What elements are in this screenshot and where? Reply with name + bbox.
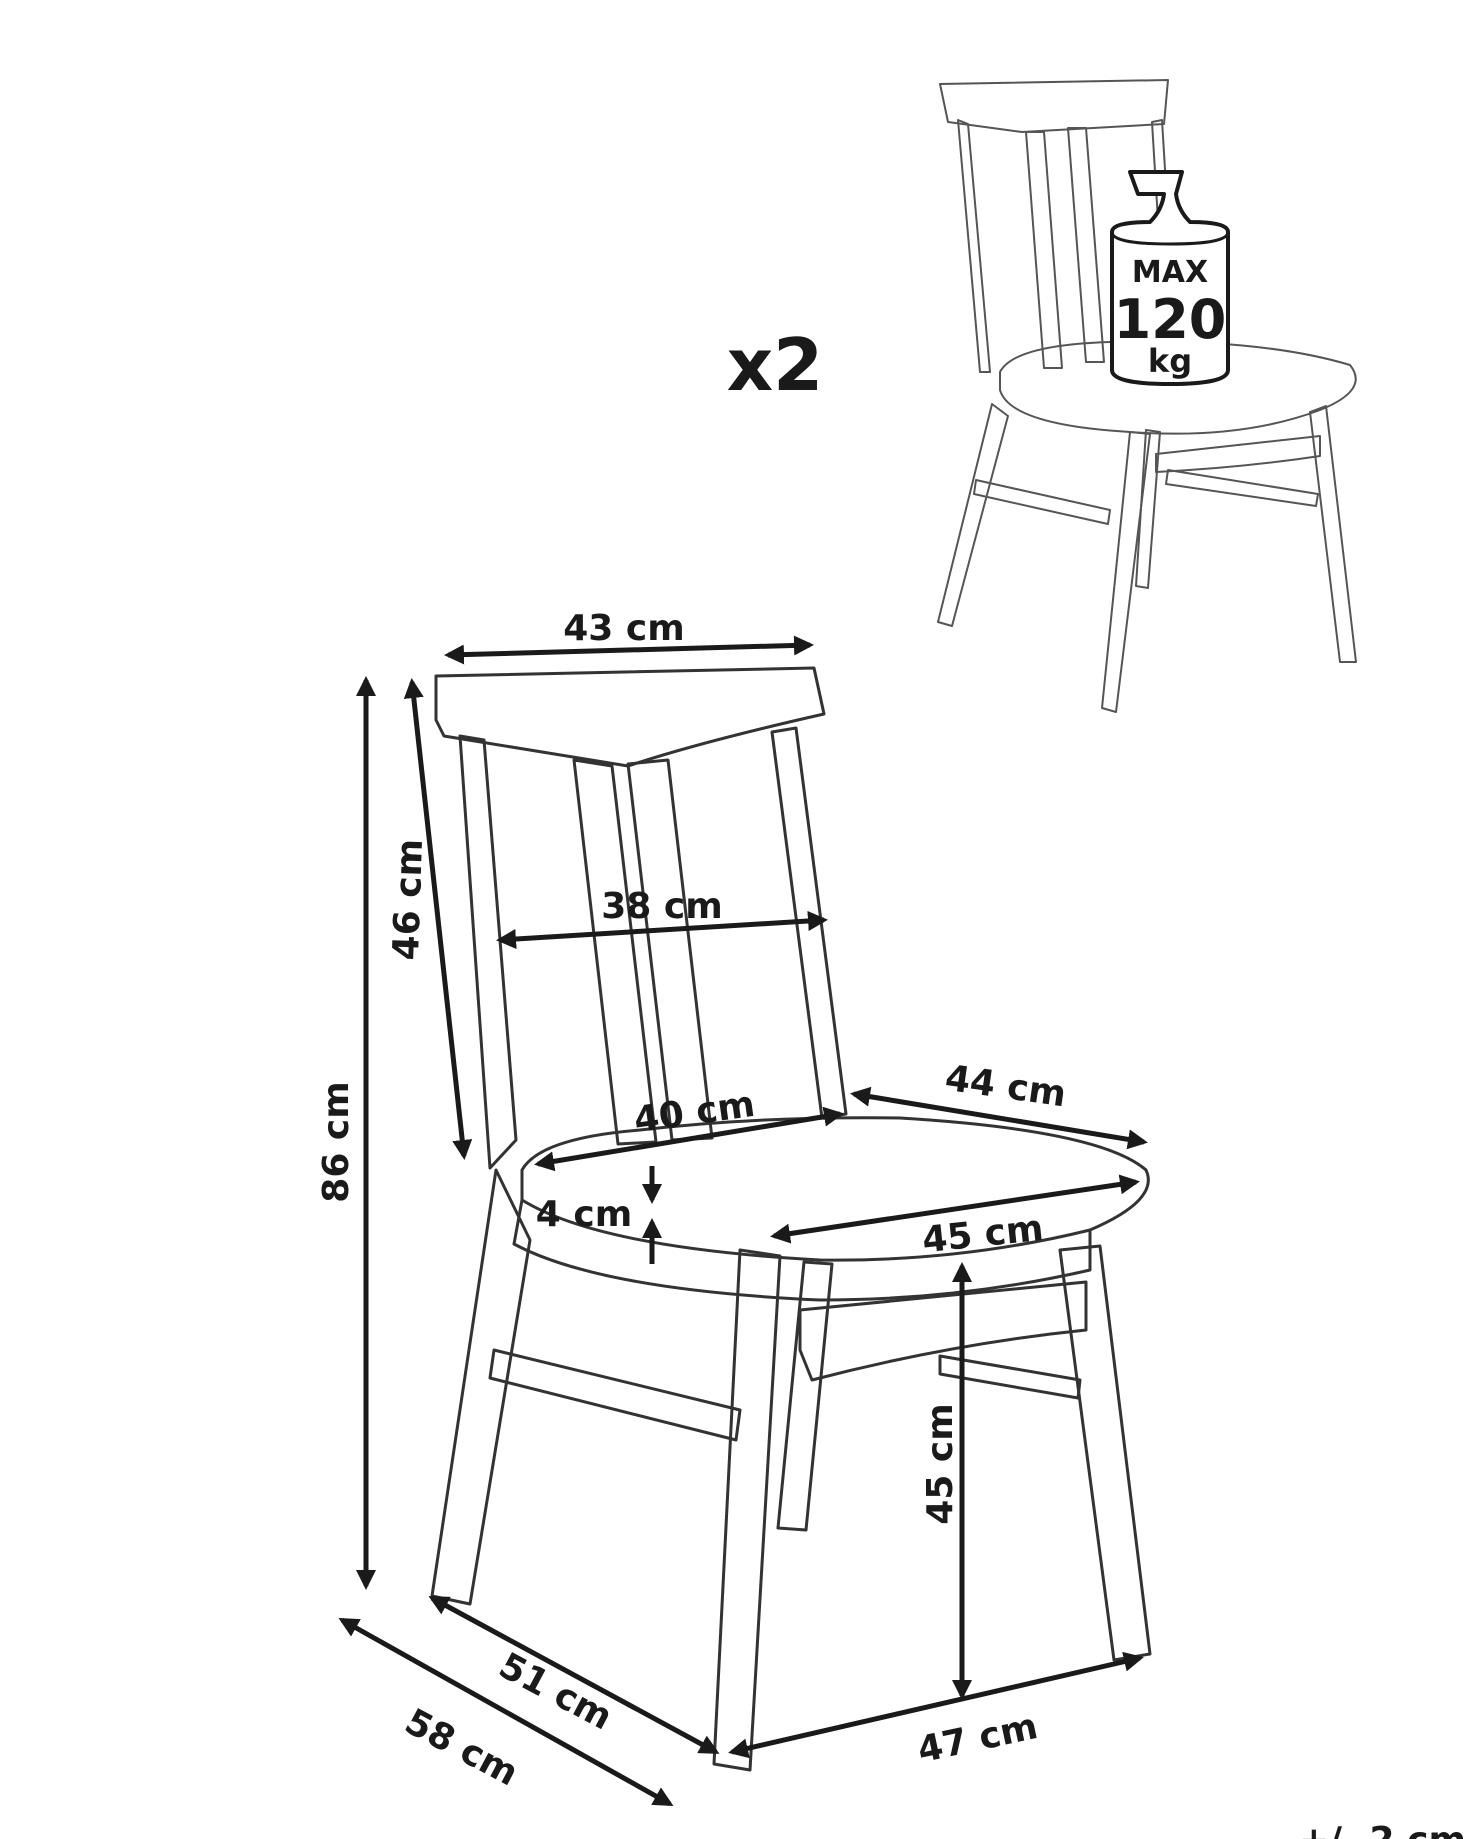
badge-max-label: MAX (1132, 255, 1208, 290)
dim-back-width: 38 cm (601, 886, 722, 927)
thumbnail-chair (937, 79, 1357, 713)
quantity-label: x2 (727, 323, 824, 407)
dim-base-depth: 51 cm (492, 1645, 619, 1738)
dim-base-width: 47 cm (914, 1706, 1041, 1771)
dim-seat-front-width: 45 cm (920, 1208, 1045, 1261)
dim-total-height: 86 cm (316, 1081, 357, 1202)
weight-limit-badge: MAX 120 kg (1110, 170, 1230, 386)
vase-icon (1110, 170, 1230, 386)
badge-weight-value: 120 (1114, 288, 1227, 351)
dimension-arrows (338, 635, 1148, 1807)
badge-unit-label: kg (1148, 342, 1192, 380)
dim-total-depth: 58 cm (398, 1701, 525, 1794)
dim-seat-thickness: 4 cm (536, 1194, 632, 1235)
tolerance-note: +/- 2 cm (1299, 1820, 1466, 1839)
dim-top-width: 43 cm (563, 608, 684, 649)
dim-back-height: 46 cm (386, 838, 431, 961)
dim-seat-side-depth: 44 cm (943, 1058, 1069, 1116)
dim-seat-height: 45 cm (920, 1403, 961, 1524)
